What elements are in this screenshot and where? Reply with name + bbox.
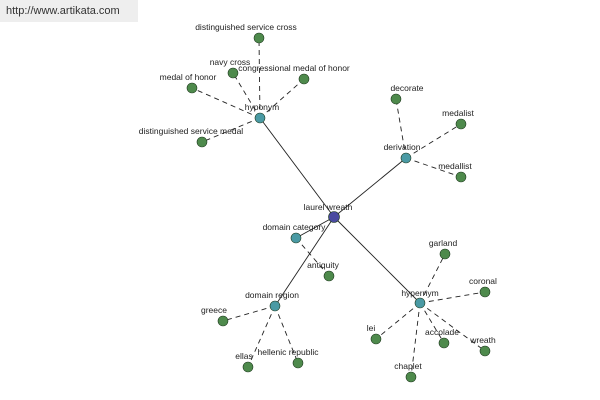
label-derivation: derivation <box>384 142 421 152</box>
edge-domain-region-to-ellas <box>247 305 276 368</box>
node-distinguished-service-medal[interactable] <box>196 136 208 148</box>
node-laurel-wreath[interactable] <box>328 211 340 223</box>
node-hyponym[interactable] <box>254 112 266 124</box>
edge-derivation-to-decorate <box>395 98 407 159</box>
node-medallist[interactable] <box>455 171 467 183</box>
edge-derivation-to-medallist <box>405 157 462 178</box>
label-laurel-wreath: laurel wreath <box>304 202 353 212</box>
label-wreath: wreath <box>469 335 496 345</box>
watermark-url: http://www.artikata.com <box>0 0 138 22</box>
edge-domain-region-to-hellenic-republic <box>274 305 299 364</box>
edge-hypernym-to-wreath <box>419 302 486 352</box>
node-layer <box>186 32 491 383</box>
node-greece[interactable] <box>217 315 229 327</box>
edge-derivation-to-medalist-1 <box>405 123 462 159</box>
edge-laurel-wreath-to-domain-category <box>295 216 335 239</box>
label-layer: laurel wreath hyponym derivation domain cat… <box>139 22 497 371</box>
label-hyponym: hyponym <box>245 102 280 112</box>
node-decorate[interactable] <box>390 93 402 105</box>
label-congressional-medal-of-honor: congressional medal of honor <box>238 63 350 73</box>
edge-hypernym-to-lei <box>375 302 421 340</box>
edge-hypernym-to-coronal <box>419 291 486 304</box>
node-coronal[interactable] <box>479 286 491 298</box>
edge-hyponym-to-medal-of-honor <box>191 87 261 119</box>
edge-laurel-wreath-to-hyponym <box>259 117 335 218</box>
node-domain-region[interactable] <box>269 300 281 312</box>
label-hypernym: hypernym <box>401 288 438 298</box>
edge-domain-region-to-greece <box>222 305 276 322</box>
label-antiquity: antiquity <box>307 260 339 270</box>
edge-domain-category-to-antiquity <box>295 237 330 277</box>
node-navy-cross[interactable] <box>227 67 239 79</box>
label-coronal: coronal <box>469 276 497 286</box>
node-garland[interactable] <box>439 248 451 260</box>
node-distinguished-service-cross[interactable] <box>253 32 265 44</box>
node-accolade[interactable] <box>438 337 450 349</box>
edge-layer <box>191 37 486 378</box>
label-accolade: accolade <box>425 327 459 337</box>
label-garland: garland <box>429 238 458 248</box>
label-ellas: ellas <box>235 351 252 361</box>
label-hellenic-republic: hellenic republic <box>258 347 320 357</box>
edge-hypernym-to-chaplet <box>410 302 421 378</box>
edge-laurel-wreath-to-domain-region <box>274 216 335 307</box>
label-medal-of-honor: medal of honor <box>160 72 217 82</box>
node-congressional-medal-of-honor[interactable] <box>298 73 310 85</box>
label-chaplet: chaplet <box>394 361 422 371</box>
node-lei[interactable] <box>370 333 382 345</box>
edge-hypernym-to-accolade <box>419 302 445 344</box>
label-greece: greece <box>201 305 227 315</box>
edge-hypernym-to-garland <box>419 253 446 304</box>
node-ellas[interactable] <box>242 361 254 373</box>
node-hellenic-republic[interactable] <box>292 357 304 369</box>
node-medal-of-honor[interactable] <box>186 82 198 94</box>
label-distinguished-service-medal: distinguished service medal <box>139 126 244 136</box>
node-antiquity[interactable] <box>323 270 335 282</box>
label-decorate: decorate <box>390 83 423 93</box>
node-derivation[interactable] <box>400 152 412 164</box>
edge-hyponym-to-congressional-medal-of-honor <box>259 78 305 119</box>
node-chaplet[interactable] <box>405 371 417 383</box>
edge-laurel-wreath-to-derivation <box>333 157 407 218</box>
node-hypernym[interactable] <box>414 297 426 309</box>
label-domain-category: domain category <box>263 222 327 232</box>
label-medallist: medallist <box>438 161 472 171</box>
node-wreath[interactable] <box>479 345 491 357</box>
edge-hyponym-to-distinguished-service-cross <box>258 37 261 119</box>
node-domain-category[interactable] <box>290 232 302 244</box>
edge-hyponym-to-distinguished-service-medal <box>201 117 261 143</box>
label-distinguished-service-cross: distinguished service cross <box>195 22 297 32</box>
edge-laurel-wreath-to-hypernym <box>333 216 421 304</box>
label-domain-region: domain region <box>245 290 299 300</box>
label-lei: lei <box>367 323 376 333</box>
label-medalist-1: medalist <box>442 108 474 118</box>
node-medalist-1[interactable] <box>455 118 467 130</box>
label-navy-cross: navy cross <box>210 57 251 67</box>
